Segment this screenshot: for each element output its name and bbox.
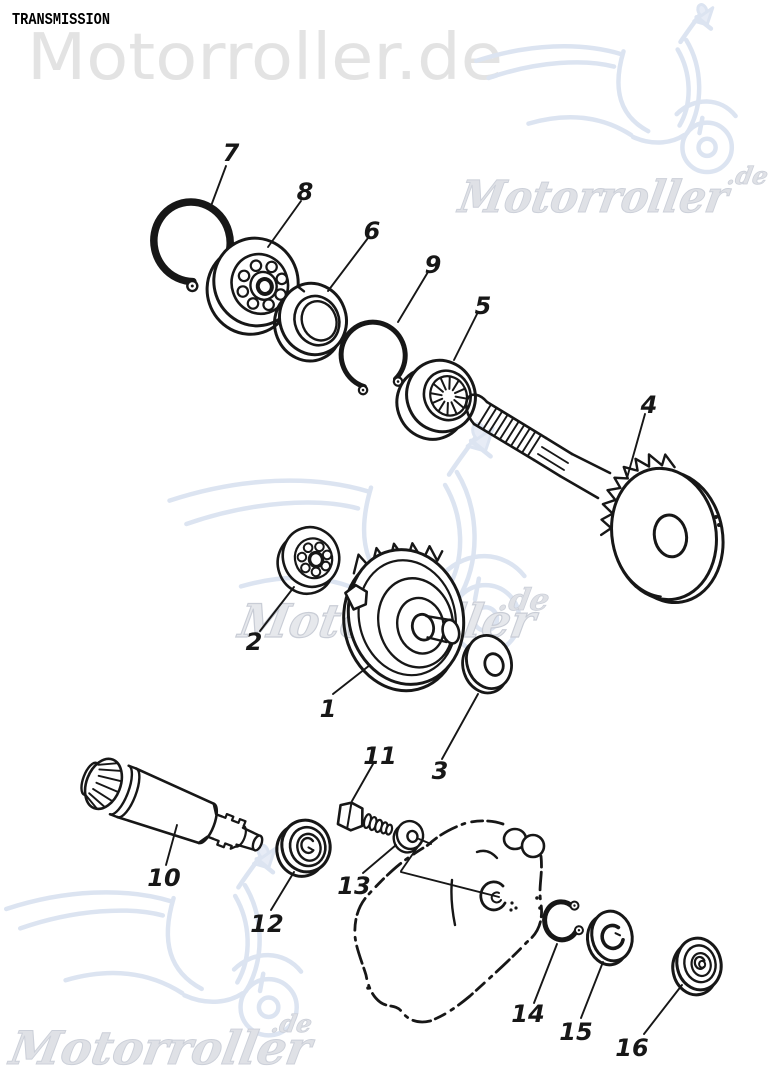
- part-seal-ring: [273, 281, 348, 363]
- part-label-16: 16: [615, 1034, 648, 1062]
- part-label-3: 3: [432, 757, 449, 785]
- part-ball-bearing-small: [276, 525, 341, 596]
- part-ball-bearing: [205, 236, 300, 336]
- part-keyed-washer: [585, 909, 634, 967]
- part-label-14: 14: [511, 1000, 544, 1028]
- part-label-5: 5: [475, 292, 492, 320]
- part-label-12: 12: [250, 910, 283, 938]
- part-label-11: 11: [363, 742, 396, 770]
- part-label-4: 4: [640, 391, 658, 419]
- part-circlip-small: [542, 899, 584, 943]
- leader-line-11: [351, 763, 374, 802]
- watermark-top-text: Motorroller.de: [27, 21, 503, 95]
- leader-line-15: [580, 961, 604, 1019]
- part-label-9: 9: [425, 251, 442, 279]
- leader-line-5: [453, 311, 479, 361]
- part-label-15: 15: [559, 1018, 592, 1046]
- leader-line-10: [165, 824, 178, 866]
- part-label-7: 7: [223, 139, 240, 167]
- part-oil-seal-small: [671, 936, 723, 997]
- part-label-10: 10: [147, 864, 180, 892]
- needle-rollers: [429, 375, 468, 417]
- part-flange-bolt: [336, 801, 394, 836]
- leader-line-3: [441, 693, 479, 760]
- part-needle-bearing: [395, 358, 477, 441]
- part-washer-small: [392, 819, 425, 854]
- part-label-2: 2: [246, 628, 263, 656]
- leader-line-8: [267, 200, 302, 248]
- watermark-script-top-right: Motorroller: [453, 171, 735, 223]
- leader-line-16: [643, 984, 683, 1035]
- leader-line-1: [332, 664, 371, 695]
- gearbox-cover: [353, 819, 546, 1024]
- scooter-watermark-top-right: [476, 3, 735, 172]
- leader-line-2: [259, 586, 295, 632]
- part-final-gear-wheel: [342, 542, 466, 693]
- leader-line-6: [327, 237, 369, 292]
- part-input-shaft: [80, 757, 264, 852]
- part-washer: [461, 634, 513, 695]
- part-label-8: 8: [297, 178, 314, 206]
- watermark-de-bottom-left: .de: [269, 1009, 314, 1038]
- shaft-threads: [477, 403, 543, 457]
- part-label-1: 1: [320, 695, 337, 723]
- part-label-6: 6: [364, 217, 381, 245]
- part-drive-shaft-with-gear: [464, 393, 725, 605]
- watermark-de-top-right: .de: [725, 161, 768, 190]
- watermark-script-bottom-left: Motorroller: [4, 1020, 319, 1075]
- watermark-de-middle: .de: [496, 583, 553, 618]
- part-label-13: 13: [337, 872, 370, 900]
- leader-line-7: [210, 165, 227, 207]
- leader-line-14: [533, 943, 558, 1004]
- page-title: TRANSMISSION: [12, 11, 110, 30]
- part-circlip: [338, 319, 408, 396]
- leader-line-13: [362, 844, 397, 874]
- bevel-teeth: [84, 762, 123, 810]
- leader-line-9: [397, 271, 429, 323]
- part-oil-seal: [275, 818, 332, 878]
- final-drive-gear-disc: [600, 453, 725, 605]
- leader-line-4: [626, 413, 646, 479]
- leader-line-12: [270, 871, 295, 911]
